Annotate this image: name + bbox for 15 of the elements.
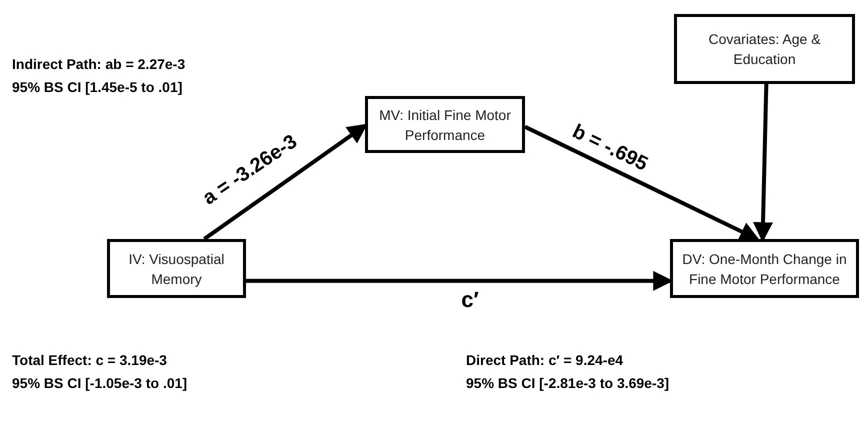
arrow xyxy=(524,124,760,241)
node-label: IV: Visuospatial Memory xyxy=(128,250,226,288)
variable-box xyxy=(107,239,246,298)
node-label: DV: One-Month Change in Fine Motor Performance xyxy=(681,250,848,288)
statistic-note: 95% BS CI [-1.05e-3 to .01] xyxy=(12,376,188,390)
statistic-note: Direct Path: c′ = 9.24-e4 xyxy=(466,353,624,367)
statistic-note: 95% BS CI [1.45e-5 to .01] xyxy=(12,80,182,94)
statistic-note: Indirect Path: ab = 2.27e-3 xyxy=(12,57,186,71)
statistic-note: 95% BS CI [-2.81e-3 to 3.69e-3] xyxy=(466,376,670,390)
node-label: MV: Initial Fine Motor Performance xyxy=(378,106,512,144)
variable-box xyxy=(674,14,855,84)
statistic-note: Total Effect: c = 3.19e-3 xyxy=(12,353,167,367)
node-label: Covariates: Age & Education xyxy=(707,30,822,69)
variable-box xyxy=(670,239,859,298)
variable-box xyxy=(365,96,525,153)
